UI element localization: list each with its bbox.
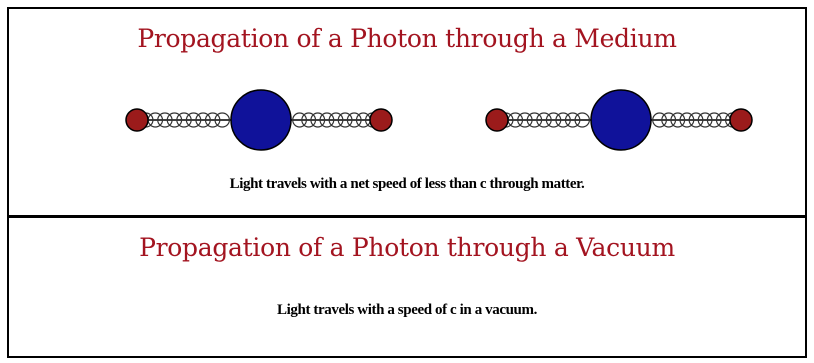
small-atom-right	[369, 108, 393, 132]
panel-divider	[7, 215, 807, 218]
spring-right	[651, 112, 741, 128]
small-atom-left	[485, 108, 509, 132]
diagram-frame	[7, 7, 807, 358]
vacuum-panel-title: Propagation of a Photon through a Vacuum	[139, 233, 675, 262]
medium-panel-title: Propagation of a Photon through a Medium	[137, 24, 677, 53]
large-atom	[590, 89, 652, 151]
spring-left	[497, 112, 591, 128]
spring-left	[137, 112, 231, 128]
small-atom-left	[125, 108, 149, 132]
large-atom	[230, 89, 292, 151]
small-atom-right	[729, 108, 753, 132]
molecule-right	[485, 89, 753, 151]
vacuum-panel-caption: Light travels with a speed of c in a vac…	[277, 302, 537, 318]
medium-panel-caption: Light travels with a net speed of less t…	[229, 176, 585, 192]
molecule-left	[125, 89, 393, 151]
spring-right	[291, 112, 381, 128]
